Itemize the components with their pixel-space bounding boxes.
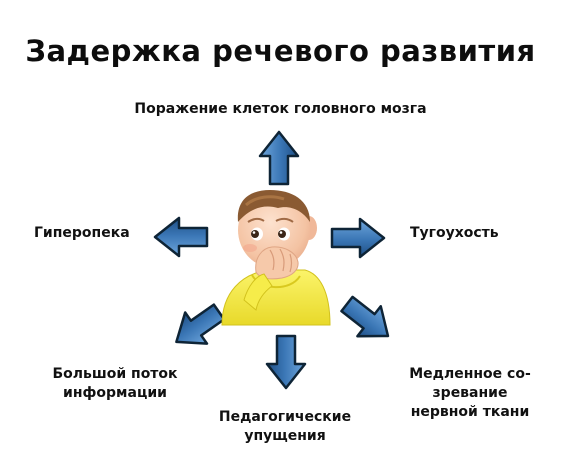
arrow-down-left-icon: [164, 295, 232, 359]
arrow-right-icon: [330, 217, 386, 259]
cause-slow-maturation-label: Медленное со- зревание нервной ткани: [380, 365, 560, 422]
label-line: упущения: [244, 428, 326, 444]
label-line: Педагогические: [218, 409, 352, 425]
label-line: информации: [63, 385, 167, 401]
cause-overprotection-label: Гиперопека: [34, 225, 130, 241]
cause-pedagogical-omissions-label: Педагогические упущения: [195, 408, 375, 446]
diagram-title: Задержка речевого развития: [25, 34, 536, 68]
cause-brain-damage-label: Поражение клеток головного мозга: [134, 101, 427, 117]
arrow-down-icon: [265, 334, 307, 390]
cause-information-overload-label: Большой поток информации: [30, 365, 200, 403]
arrow-down-right-icon: [334, 287, 401, 353]
cause-hearing-loss-label: Тугоухость: [410, 225, 499, 241]
label-line: зревание: [432, 385, 508, 401]
child-thinking-illustration: [221, 190, 331, 326]
arrow-up-icon: [258, 130, 300, 186]
label-line: Медленное со-: [409, 366, 531, 382]
label-line: нервной ткани: [410, 404, 530, 420]
arrow-left-icon: [153, 216, 209, 258]
label-line: Большой поток: [52, 366, 178, 382]
